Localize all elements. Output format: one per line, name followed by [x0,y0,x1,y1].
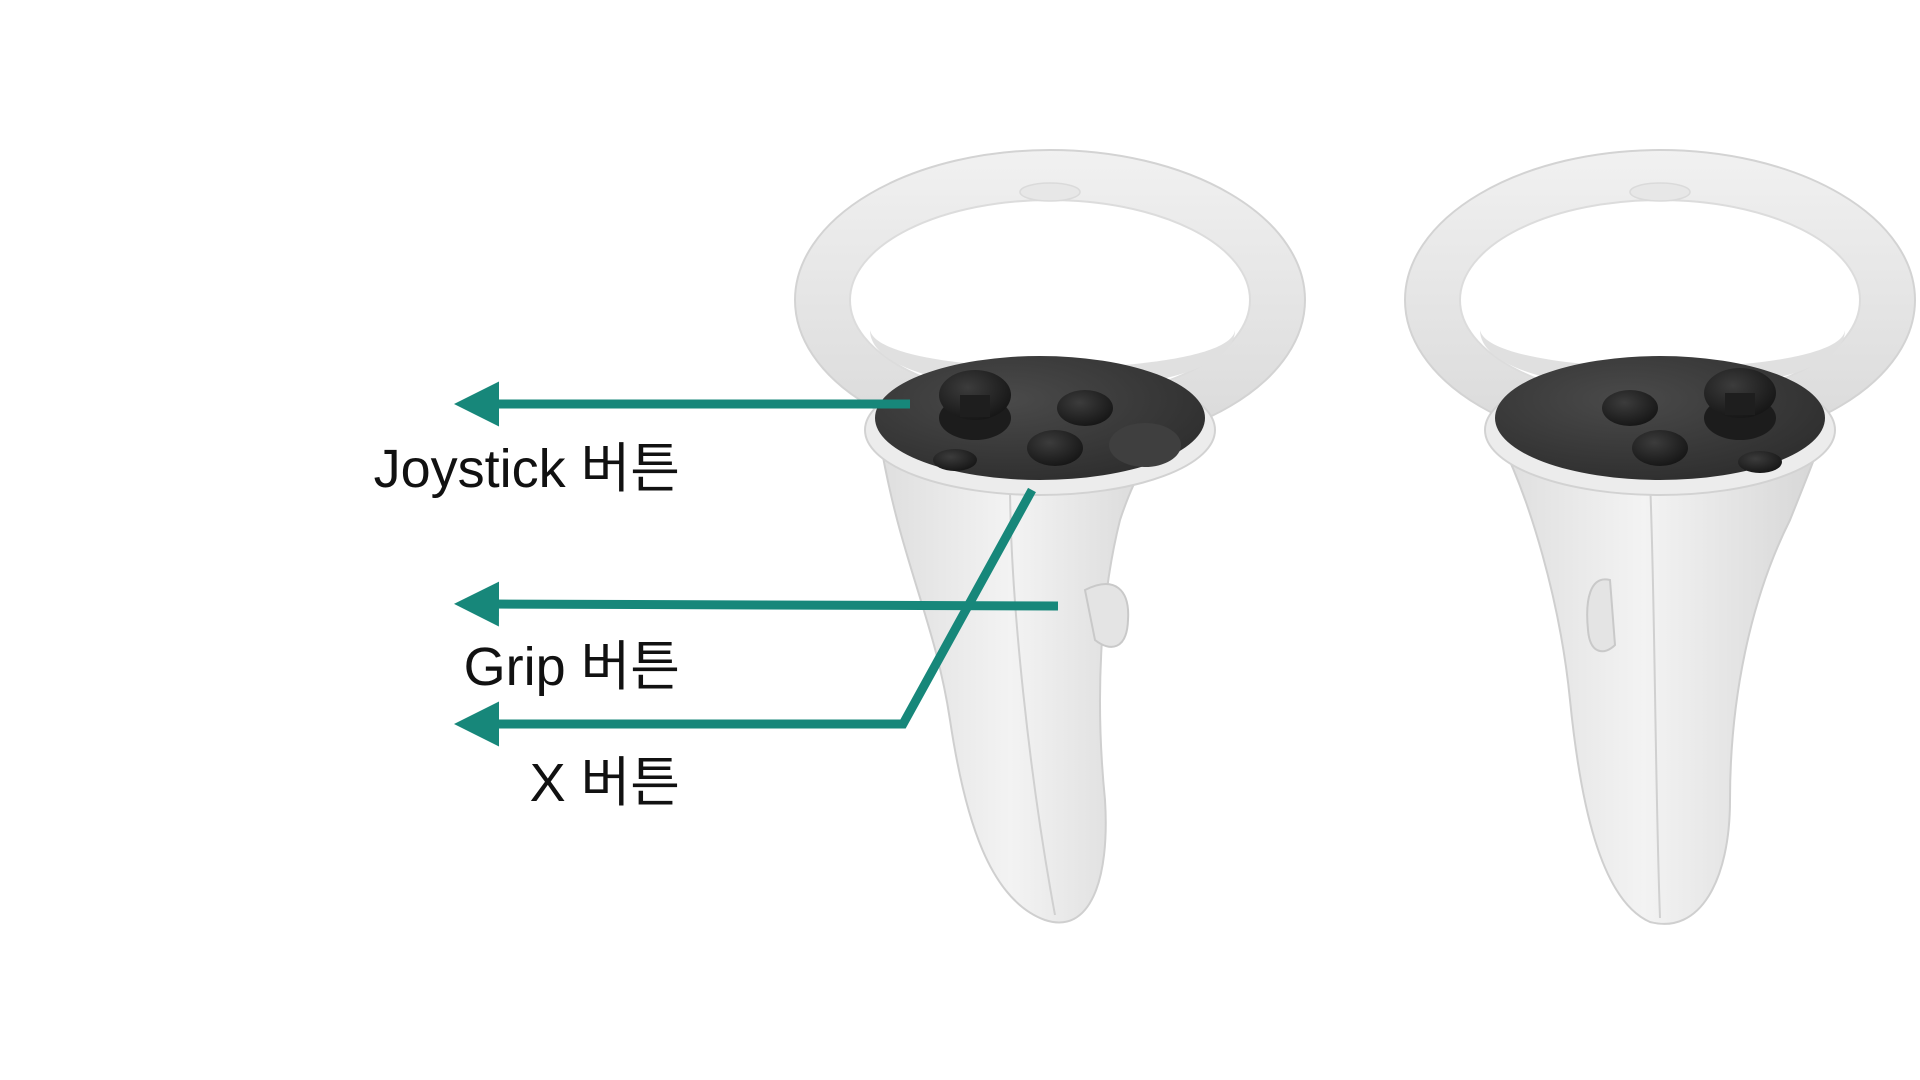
joystick-button-label: Joystick 버튼 [373,439,680,499]
left-controller-handle [878,439,1171,924]
right-controller-handle [1498,439,1822,925]
grip-button-label: Grip 버튼 [463,637,680,697]
left-grip-trigger [1083,583,1130,648]
x-button-label: X 버튼 [529,753,680,813]
right-handle-seam [1649,479,1661,919]
x-button-arrow [454,487,1036,747]
right-oculus-button [1738,451,1782,473]
callout-arrows [454,381,1059,747]
right-a-button [1632,430,1688,466]
right-grip-trigger [1586,578,1617,653]
right-vr-controller [1404,149,1916,925]
left-x-button [1027,430,1083,466]
left-menu-button [933,449,977,471]
left-vr-controller [794,149,1306,924]
right-b-button [1602,390,1658,426]
left-y-button [1057,390,1113,426]
